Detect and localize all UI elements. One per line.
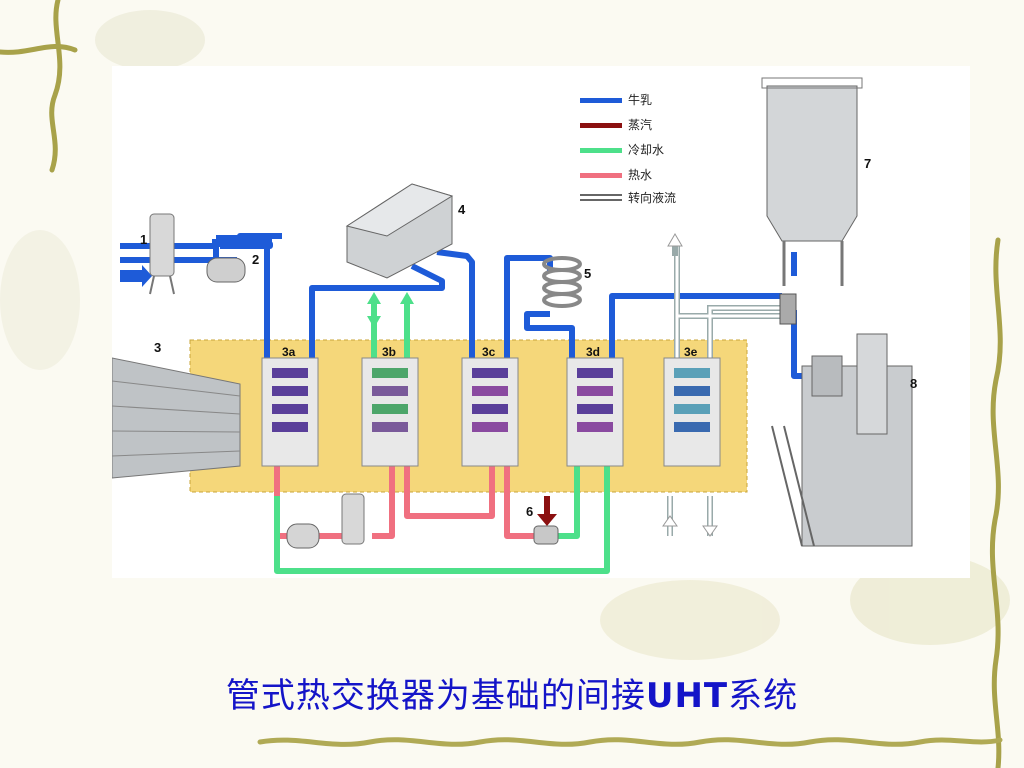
balance-tank: [149, 213, 175, 295]
label-2: 2: [252, 252, 259, 267]
label-3c: 3c: [482, 345, 496, 359]
label-1: 1: [140, 232, 147, 247]
title-uht: UHT: [645, 676, 729, 716]
section-3b: [361, 357, 419, 467]
label-3d: 3d: [586, 345, 600, 359]
label-8: 8: [910, 376, 917, 391]
label-6: 6: [526, 504, 533, 519]
title-chinese: 管式热交换器为基础的间接: [225, 676, 646, 716]
slide-title: 管式热交换器为基础的间接UHT系统: [0, 668, 1024, 717]
title-suffix: 系统: [728, 676, 799, 716]
legend-cooling-water: 冷却水: [628, 143, 664, 157]
tube-heat-exchanger: [112, 357, 241, 479]
label-3b: 3b: [382, 345, 396, 359]
label-5: 5: [584, 266, 591, 281]
label-3: 3: [154, 340, 161, 355]
section-3a: [261, 357, 319, 467]
right-vine: [989, 237, 1003, 768]
left-vine: [0, 0, 78, 173]
uht-system-diagram: 1 2 3 4 5 6 7 8 3a 3b 3c 3d 3e 牛乳 蒸汽 冷却水…: [112, 77, 917, 574]
legend-diverted-flow: 转向液流: [628, 190, 676, 205]
label-7: 7: [864, 156, 871, 171]
steam-valve: [533, 525, 559, 545]
section-3c: [461, 357, 519, 467]
diagram-panel: 1 2 3 4 5 6 7 8 3a 3b 3c 3d 3e 牛乳 蒸汽 冷却水…: [112, 66, 970, 578]
label-3a: 3a: [282, 345, 296, 359]
legend-milk: 牛乳: [628, 92, 652, 107]
holding-tube: [542, 256, 582, 308]
label-4: 4: [458, 202, 466, 217]
filling-machine: [771, 333, 913, 547]
legend-steam: 蒸汽: [628, 117, 652, 132]
legend: 牛乳 蒸汽 冷却水 热水 转向液流: [580, 92, 676, 205]
hot-water-pump: [286, 493, 365, 549]
steam-injection: [537, 496, 557, 526]
section-3d: [566, 357, 624, 467]
homogenizer: [345, 183, 454, 279]
legend-hot-water: 热水: [628, 168, 652, 182]
bottom-vine: [257, 737, 1003, 747]
feed-pump: [206, 257, 246, 283]
aseptic-tank: [761, 77, 863, 325]
section-3e: [663, 357, 721, 467]
label-3e: 3e: [684, 345, 698, 359]
